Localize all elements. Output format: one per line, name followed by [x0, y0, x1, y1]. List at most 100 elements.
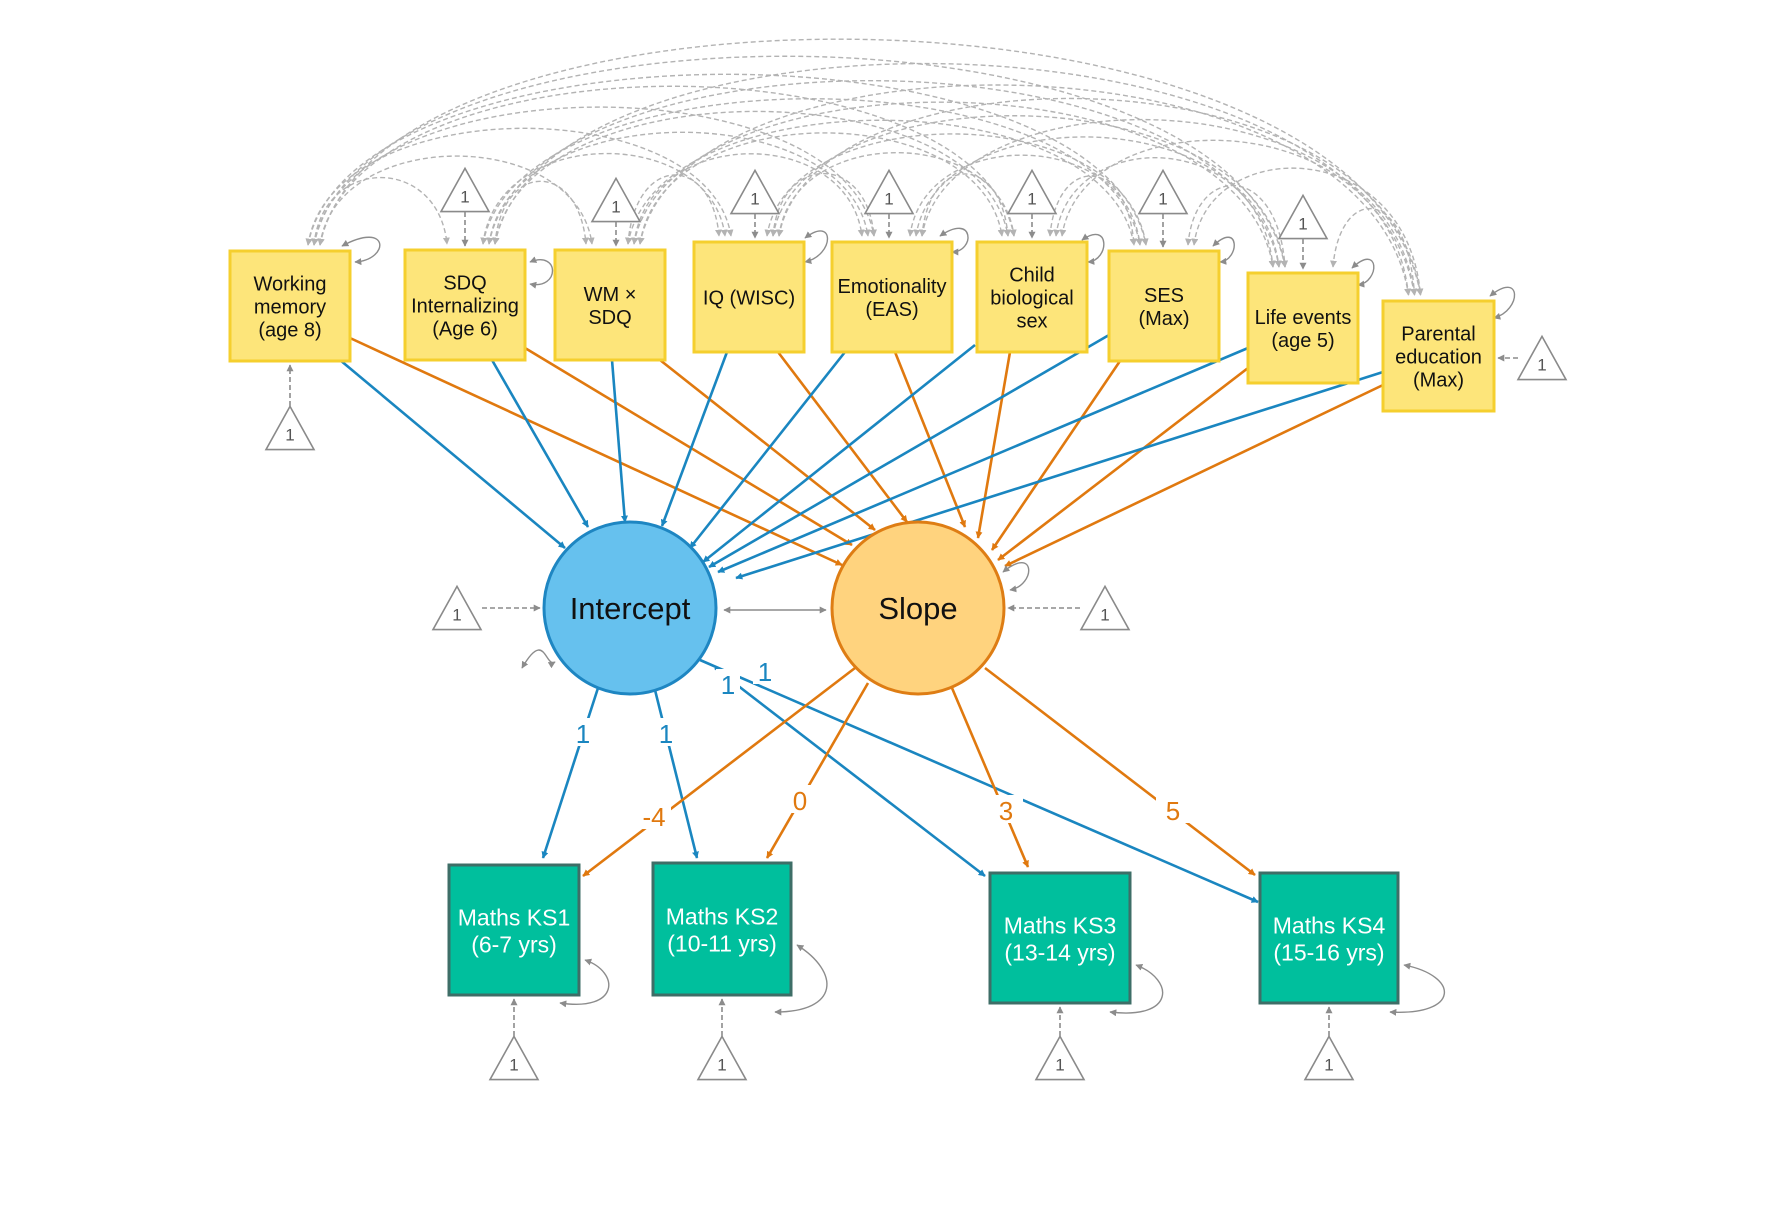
covariance-arc [764, 133, 1149, 246]
path-to-slope [1004, 383, 1384, 568]
path-to-slope [659, 358, 876, 532]
predictor-box [975, 240, 1089, 354]
slope-loading-path [984, 666, 1256, 877]
covariance-arc [631, 153, 865, 245]
variance-loop [804, 230, 829, 264]
covariance-arc [317, 85, 1017, 246]
outcome-intercept-constant: 1 [1303, 1034, 1355, 1081]
predictor-mean-constant: 1 [729, 168, 781, 215]
constant-triangle [1079, 584, 1131, 631]
outcome-intercept-constant: 1 [1034, 1034, 1086, 1081]
node-label-line: Parental [1401, 324, 1476, 346]
node-label-line: (age 8) [258, 320, 321, 342]
outcome-intercept-constant: 1 [696, 1034, 748, 1081]
node-label-line: memory [254, 297, 326, 319]
predictor-box [830, 240, 954, 354]
path-to-slope [776, 351, 909, 523]
outcome-box [651, 861, 793, 997]
constant-triangle [863, 168, 915, 215]
variance-loop [939, 227, 969, 256]
predictor-mean-constant: 1 [863, 168, 915, 215]
node-label-line: SDQ [443, 273, 486, 295]
node-label-line: Maths KS2 [666, 903, 779, 929]
loading-label-bg [637, 801, 671, 829]
node-label-line: (EAS) [865, 299, 918, 321]
node-label: Maths KS1(6-7 yrs) [458, 904, 571, 957]
predictor-mean-constant: 1 [439, 166, 491, 213]
constant-triangle [1277, 193, 1329, 240]
covariance-arc [311, 176, 450, 246]
variance-loop [559, 958, 610, 1008]
path-to-slope [349, 336, 843, 567]
intercept-label: Intercept [570, 591, 691, 626]
node-label-line: Internalizing [411, 296, 519, 318]
covariance-arc [1185, 184, 1289, 268]
node-label-line: education [1395, 347, 1482, 369]
regression-paths [339, 333, 1384, 904]
path-to-intercept [702, 343, 976, 564]
constant-label: 1 [452, 606, 461, 625]
constant-triangle [431, 584, 483, 631]
node-label: Emotionality(EAS) [838, 276, 947, 321]
slope-loading-label: 0 [793, 786, 807, 816]
loading-label-bg [716, 669, 740, 697]
variance-loop [1351, 258, 1375, 288]
constant-triangle [264, 404, 316, 451]
constant-label: 1 [1027, 190, 1036, 209]
predictor-mean-constant: 1 [264, 404, 316, 451]
variance-loop [1489, 286, 1516, 320]
node-label: Life events(age 5) [1255, 307, 1352, 352]
predictor-node-emo: Emotionality(EAS) [830, 240, 954, 354]
covariance-arc [625, 119, 1137, 246]
constant-triangle [1516, 334, 1568, 381]
slope-loading-label: -4 [642, 802, 665, 832]
node-label-line: Maths KS4 [1273, 912, 1386, 938]
variance-loop [341, 236, 381, 266]
variance-loop [774, 944, 828, 1016]
intercept-loading-path [653, 689, 699, 859]
variance-loop [1002, 562, 1030, 593]
covariance-arc [486, 131, 871, 245]
predictor-node-iq: IQ (WISC) [692, 240, 806, 354]
variance-loop [1081, 233, 1105, 265]
node-label: Maths KS2(10-11 yrs) [666, 903, 779, 956]
outcome-node-ks1: Maths KS1(6-7 yrs) [447, 863, 581, 997]
node-label-line: IQ (WISC) [703, 288, 795, 310]
covariance-arc [311, 106, 877, 246]
predictor-mean-constant: 1 [1277, 193, 1329, 240]
intercept-loading-label: 1 [758, 657, 772, 687]
node-label-line: Emotionality [838, 276, 947, 298]
predictor-box [228, 249, 352, 363]
predictor-box [403, 248, 527, 362]
outcome-node-ks2: Maths KS2(10-11 yrs) [651, 861, 793, 997]
predictor-box [553, 248, 667, 362]
constant-label: 1 [1158, 190, 1167, 209]
intercept-loading-label: 1 [576, 719, 590, 749]
path-to-intercept [660, 351, 729, 527]
loading-label-bg [783, 785, 817, 813]
covariance-arc [770, 172, 877, 237]
intercept-loading-path [699, 658, 1259, 904]
node-label-line: (Age 6) [432, 319, 498, 341]
covariance-arc [919, 173, 1011, 237]
predictor-node-ses: SES(Max) [1107, 249, 1221, 363]
covariance-arc [776, 97, 1424, 296]
predictor-box [1246, 271, 1360, 385]
variance-loop [1109, 964, 1164, 1017]
node-label: IQ (WISC) [703, 288, 795, 310]
predictor-node-wmxsdq: WM ×SDQ [553, 248, 667, 362]
slope-loading-path [950, 687, 1030, 868]
intercept-loading-label: 1 [659, 719, 673, 749]
constant-label: 1 [750, 190, 759, 209]
slope-label: Slope [878, 591, 957, 626]
path-to-intercept [490, 359, 590, 528]
node-label-line: sex [1016, 311, 1047, 333]
node-label-line: Maths KS3 [1004, 912, 1117, 938]
loading-label-bg [571, 718, 595, 746]
